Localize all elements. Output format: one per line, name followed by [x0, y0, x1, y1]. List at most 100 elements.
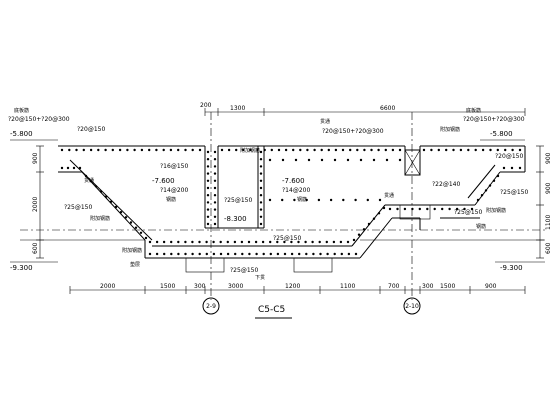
rebar-dot: [177, 252, 180, 256]
rebar-dot: [213, 201, 217, 204]
rebar-dot: [219, 240, 222, 244]
dim-bot-2: 1500: [160, 283, 175, 290]
rebar-dot: [198, 252, 201, 256]
axis-label-2-9: 2-9: [206, 303, 216, 310]
rebar-dot: [170, 252, 173, 256]
rebar-dot: [240, 240, 244, 244]
rebar-dot: [133, 148, 136, 152]
structure-outline: [20, 145, 545, 273]
dim-right-2: 900: [545, 182, 552, 194]
rebar-dot: [259, 158, 263, 161]
rebar-slope-left: ?25@150: [64, 204, 92, 211]
rebar-dot: [470, 207, 474, 211]
rebar-dot: [89, 180, 93, 183]
note-top-left: 底板筋: [14, 107, 29, 114]
dimension-text: 200 1300 6600 2000 1500 300 3000 1200 11…: [32, 102, 552, 290]
rebar-dot: [372, 158, 376, 162]
rebar-dot: [422, 148, 426, 152]
rebar-dot: [155, 240, 159, 244]
rebar-dot: [292, 148, 295, 152]
rebar-dot: [304, 240, 307, 244]
rebar-dot: [89, 148, 93, 152]
rebar-dot: [318, 240, 321, 244]
rebar-dot: [492, 179, 496, 182]
rebar-dot: [206, 150, 210, 154]
elevation-marks: -5.800 -5.800 -7.600 -7.600 -8.300 -9.30…: [10, 130, 545, 272]
rebar-dot: [341, 148, 345, 152]
rebar-dot: [502, 166, 506, 170]
rebar-dot: [388, 207, 392, 211]
rebar-dot: [411, 207, 414, 211]
rebar-dot: [184, 240, 187, 244]
rebar-floor-mid: ?25@150: [273, 235, 301, 242]
rebar-dot: [213, 194, 217, 197]
rebar-dot: [227, 148, 231, 152]
rebar-dot: [206, 201, 210, 204]
note-right-mid: 钢筋: [476, 223, 486, 230]
rebar-dot: [476, 198, 480, 202]
rebar-dot: [206, 165, 210, 168]
dim-bot-3: 300: [194, 283, 206, 290]
rebar-right-step: ?22@140: [432, 181, 460, 188]
rebar-dot: [94, 185, 98, 188]
rebar-dot: [148, 240, 152, 244]
rebar-dot: [259, 201, 263, 204]
rebar-dot: [155, 252, 159, 256]
rebar-dot: [298, 252, 301, 256]
rebar-dot: [148, 252, 152, 256]
elev-bottom-left: -9.300: [10, 264, 33, 272]
dim-bot-6: 1100: [340, 283, 355, 290]
rebar-pit-right: ?14@200: [282, 187, 310, 194]
rebar-dot: [213, 172, 217, 175]
rebar-dot: [162, 240, 166, 244]
rebar-dot: [140, 148, 144, 152]
rebar-dot: [68, 148, 71, 152]
rebar-dot: [169, 148, 173, 152]
elev-top-left: -5.800: [10, 130, 33, 138]
rebar-dot: [206, 172, 210, 175]
rebar-dot: [249, 148, 252, 152]
axis-lines: [20, 112, 545, 300]
rebar-dot: [474, 148, 477, 152]
rebar-dot: [268, 198, 272, 202]
rebar-dot: [184, 252, 187, 256]
rebar-dot: [327, 148, 330, 152]
dim-bot-8: 300: [422, 283, 434, 290]
rebar-dot: [66, 166, 70, 170]
rebar-dot: [198, 240, 201, 244]
rebar-dot: [305, 198, 308, 202]
dim-left-1: 900: [32, 152, 39, 164]
rebar-dot: [426, 207, 429, 211]
note-cont-bottom: 下贯: [255, 275, 265, 281]
rebar-dot: [294, 158, 298, 162]
rebar-dot: [277, 148, 281, 152]
rebar-dot: [191, 148, 194, 152]
rebar-dot: [177, 148, 180, 152]
elev-pit-left: -7.600: [152, 177, 175, 185]
rebar-dot: [325, 240, 328, 244]
rebar-dot: [261, 240, 265, 244]
rebar-dot: [254, 240, 258, 244]
rebar-dot: [396, 207, 399, 211]
rebar-dot: [99, 190, 103, 193]
note-corner-left: 附加钢筋: [90, 215, 110, 222]
elev-top-right: -5.800: [490, 130, 513, 138]
rebar-dot: [241, 252, 244, 256]
note-pit-right: 钢筋: [297, 196, 307, 203]
rebar-dot: [248, 252, 251, 256]
note-cont-mid: 贯通: [320, 118, 330, 125]
rebar-dot: [276, 240, 279, 244]
rebar-dot: [276, 252, 280, 256]
dim-bot-5: 1200: [285, 283, 300, 290]
rebar-dot: [212, 240, 215, 244]
rebar-dot: [306, 148, 309, 152]
rebar-dot: [259, 172, 263, 175]
rebar-dot: [213, 179, 217, 182]
rebar-dot: [359, 158, 363, 162]
rebar-dot: [484, 189, 488, 192]
rebar-dot: [377, 148, 380, 152]
rebar-dot: [259, 165, 263, 168]
dim-bot-7: 700: [388, 283, 400, 290]
rebar-dot: [163, 252, 166, 256]
rebar-dot: [346, 158, 350, 162]
